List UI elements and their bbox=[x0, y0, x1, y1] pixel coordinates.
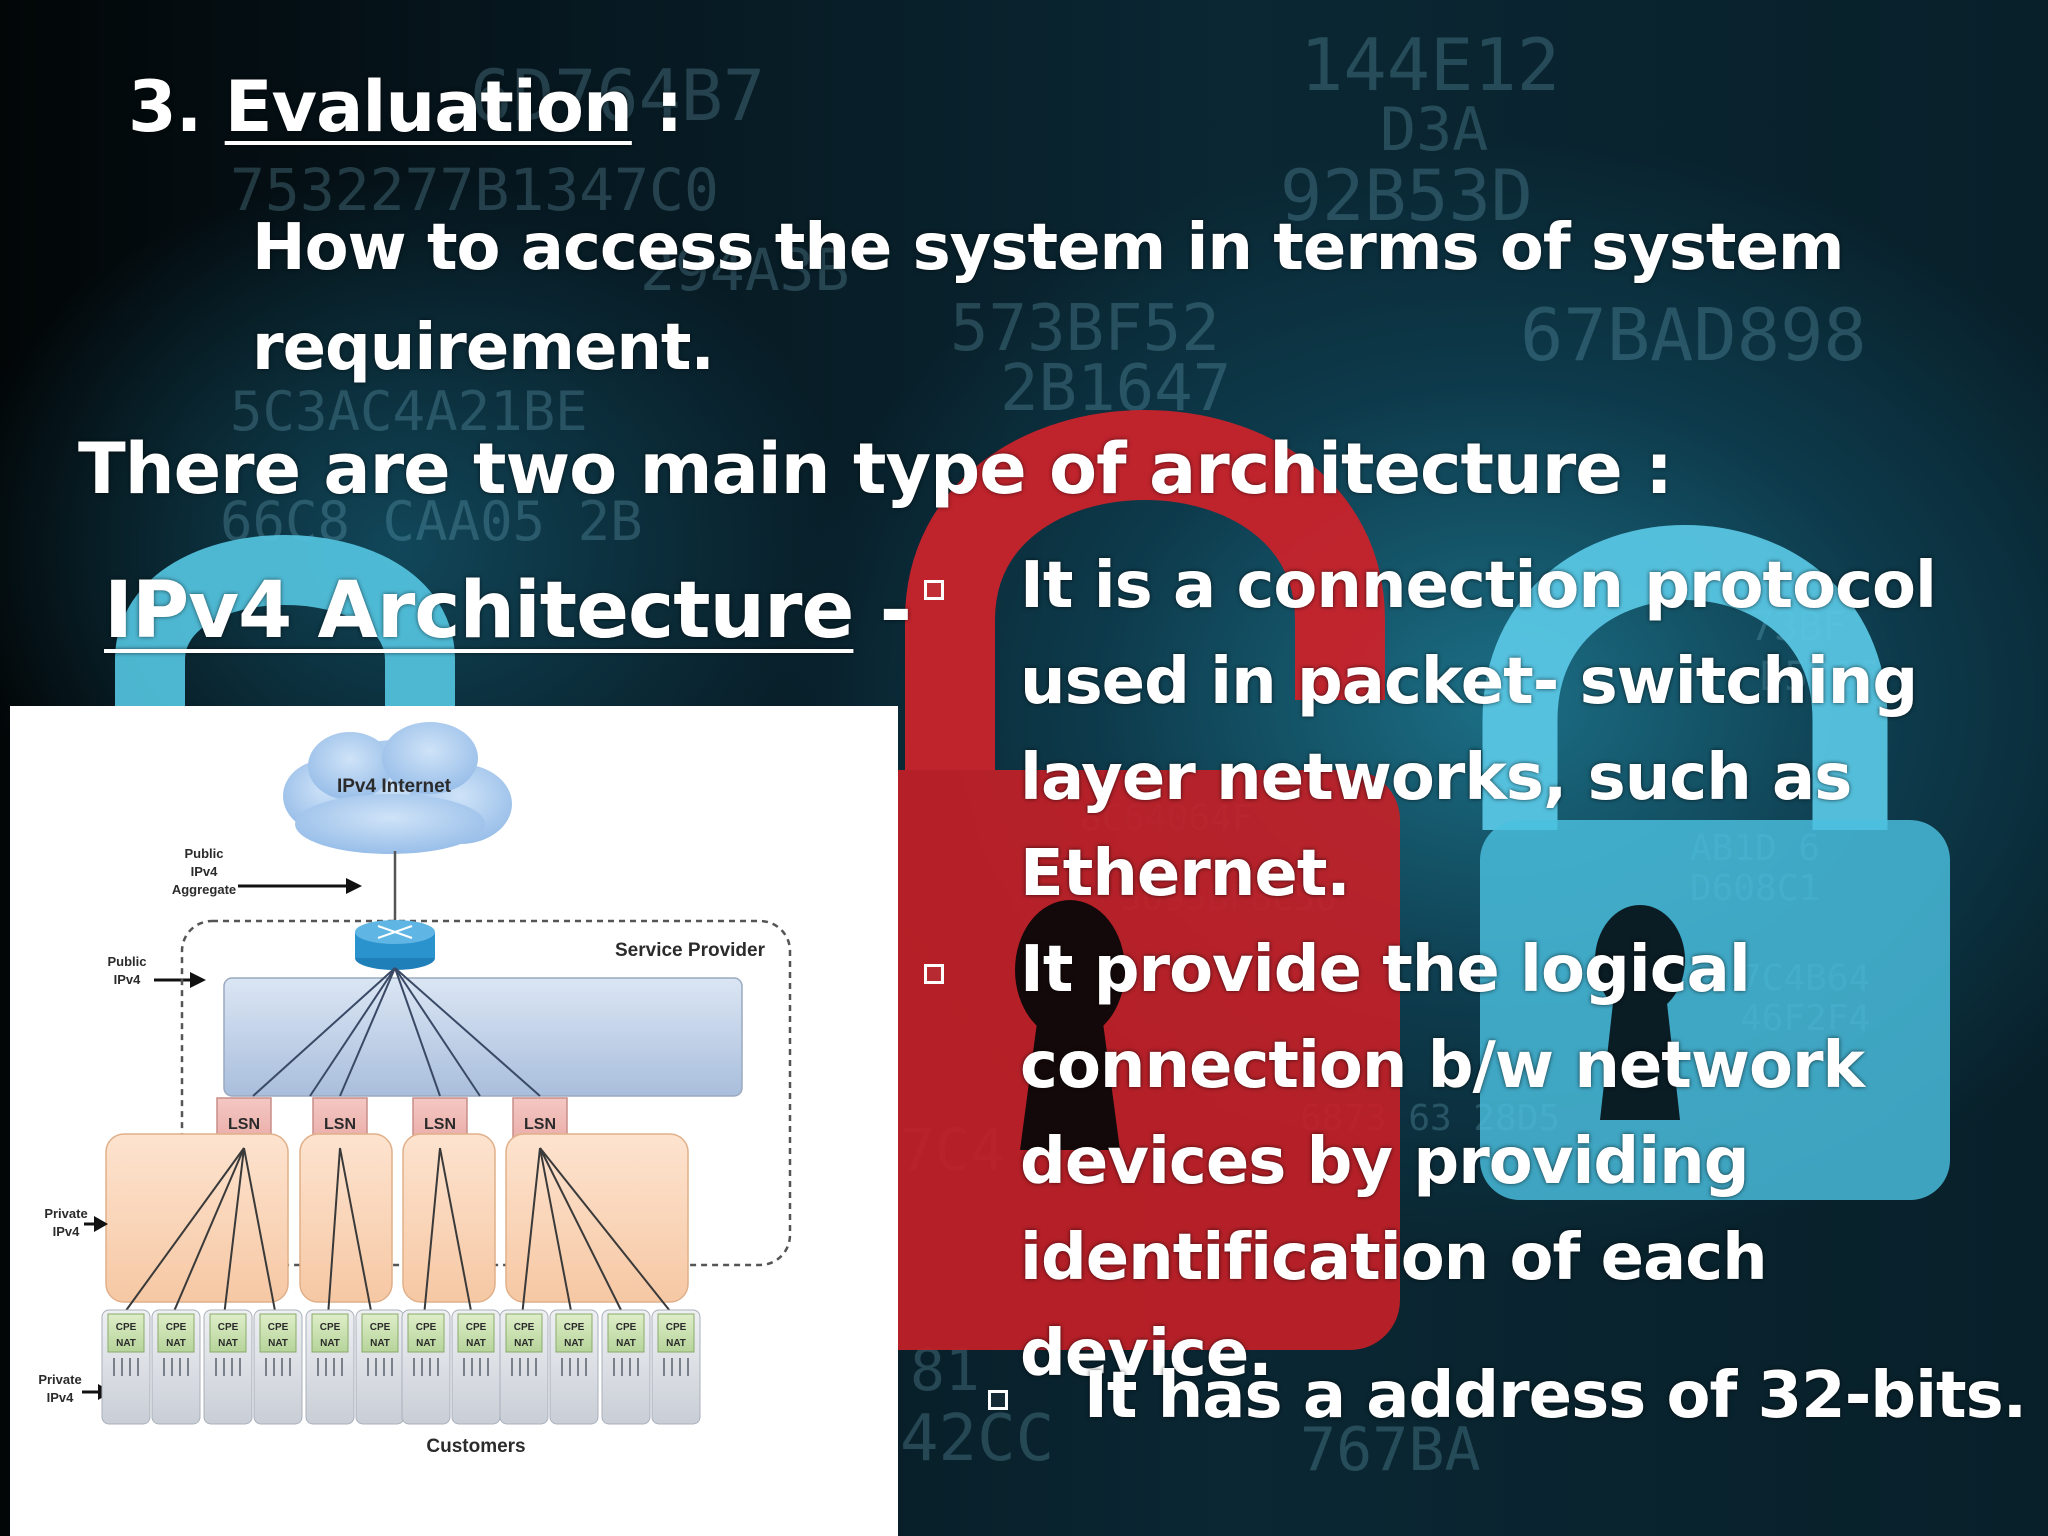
svg-text:7532277B1347C0: 7532277B1347C0 bbox=[230, 156, 719, 224]
bullet-item: It has a address of 32-bits. bbox=[988, 1348, 2038, 1444]
private-ipv4-label: IPv4 bbox=[47, 1390, 75, 1405]
private-block bbox=[105, 1133, 289, 1303]
bullet-item: It provide the logical connection b/w ne… bbox=[924, 922, 2034, 1402]
private-ipv4-label: IPv4 bbox=[53, 1224, 81, 1239]
cloud-icon bbox=[283, 722, 512, 854]
checkbox-bullet-icon bbox=[924, 580, 944, 600]
cpe-label: CPE bbox=[416, 1322, 437, 1333]
public-aggregate-label: IPv4 bbox=[191, 864, 219, 879]
nat-label: NAT bbox=[564, 1338, 584, 1349]
cpe-label: CPE bbox=[616, 1322, 637, 1333]
arrow-right-icon bbox=[238, 878, 362, 894]
cpe-label: CPE bbox=[320, 1322, 341, 1333]
svg-text:D3A: D3A bbox=[1380, 95, 1488, 165]
private-ipv4-label: Private bbox=[44, 1206, 87, 1221]
cpe-label: CPE bbox=[370, 1322, 391, 1333]
diagram-svg: IPv4 Internet Public IPv4 Aggregate Publ… bbox=[38, 722, 792, 1457]
bullet-item: It is a connection protocol used in pack… bbox=[924, 538, 2034, 922]
cloud-label: IPv4 Internet bbox=[337, 776, 452, 797]
customers-label: Customers bbox=[426, 1436, 525, 1457]
nat-label: NAT bbox=[666, 1338, 686, 1349]
nat-label: NAT bbox=[116, 1338, 136, 1349]
cpe-boxes bbox=[107, 1313, 695, 1353]
cpe-labels: CPE CPE CPE CPE CPE CPE CPE CPE CPE CPE … bbox=[116, 1322, 687, 1333]
ipv4-title-dash: - bbox=[879, 566, 912, 656]
svg-text:6D764B7: 6D764B7 bbox=[470, 55, 765, 137]
checkbox-bullet-icon bbox=[924, 964, 944, 984]
svg-text:92B53D: 92B53D bbox=[1280, 155, 1533, 237]
arrow-right-icon bbox=[84, 1216, 108, 1232]
lsn-label: LSN bbox=[524, 1116, 556, 1133]
heading-number: 3. bbox=[128, 66, 202, 148]
nat-label: NAT bbox=[416, 1338, 436, 1349]
lsn-label: LSN bbox=[228, 1116, 260, 1133]
router-icon bbox=[355, 920, 435, 970]
cpe-label: CPE bbox=[268, 1322, 289, 1333]
slide-subheading: How to access the system in terms of sys… bbox=[252, 211, 1845, 385]
lsn-links bbox=[121, 1147, 675, 1317]
heading-colon: : bbox=[655, 66, 683, 148]
svg-text:573BF52: 573BF52 bbox=[950, 292, 1220, 366]
ipv4-title-text: IPv4 Architecture bbox=[104, 566, 854, 656]
nat-label: NAT bbox=[218, 1338, 238, 1349]
nat-label: NAT bbox=[320, 1338, 340, 1349]
ipv4-architecture-diagram: IPv4 Internet Public IPv4 Aggregate Publ… bbox=[10, 706, 898, 1536]
private-block bbox=[402, 1133, 496, 1303]
public-aggregate-label: Public bbox=[184, 846, 223, 861]
svg-text:767BA: 767BA bbox=[1300, 1415, 1481, 1485]
nat-labels: NAT NAT NAT NAT NAT NAT NAT NAT NAT NAT … bbox=[116, 1338, 686, 1349]
lock-cyan-left-icon bbox=[115, 535, 455, 720]
private-block bbox=[299, 1133, 393, 1303]
nat-label: NAT bbox=[616, 1338, 636, 1349]
svg-text:294A3B: 294A3B bbox=[640, 236, 850, 304]
lsn-label: LSN bbox=[424, 1116, 456, 1133]
lsn-label: LSN bbox=[324, 1116, 356, 1133]
cpe-label: CPE bbox=[564, 1322, 585, 1333]
cpe-label: CPE bbox=[666, 1322, 687, 1333]
ipv4-bullet-list: It is a connection protocol used in pack… bbox=[924, 538, 2034, 1402]
cpe-label: CPE bbox=[466, 1322, 487, 1333]
slide-heading: 3. Evaluation : bbox=[128, 66, 683, 148]
architecture-intro: There are two main type of architecture … bbox=[78, 428, 1673, 510]
svg-text:67BAD898: 67BAD898 bbox=[1520, 293, 1867, 377]
provider-core-block bbox=[223, 977, 743, 1097]
nat-label: NAT bbox=[166, 1338, 186, 1349]
arrow-right-icon bbox=[154, 972, 206, 988]
heading-title: Evaluation bbox=[224, 66, 633, 148]
lock-cyan-icon bbox=[1480, 525, 1950, 1200]
service-provider-label: Service Provider bbox=[615, 940, 766, 961]
router-links bbox=[252, 967, 541, 1097]
bullet-text: It has a address of 32-bits. bbox=[1084, 1359, 2027, 1433]
checkbox-bullet-icon bbox=[988, 1390, 1008, 1410]
nat-label: NAT bbox=[268, 1338, 288, 1349]
nat-label: NAT bbox=[466, 1338, 486, 1349]
ipv4-address-bullet: It has a address of 32-bits. bbox=[988, 1348, 2038, 1444]
private-ipv4-label: Private bbox=[38, 1372, 81, 1387]
cpe-label: CPE bbox=[514, 1322, 535, 1333]
bullet-text: It provide the logical connection b/w ne… bbox=[1020, 933, 1865, 1391]
svg-text:42CC: 42CC bbox=[900, 1402, 1054, 1476]
public-ipv4-label: IPv4 bbox=[114, 972, 142, 987]
public-ipv4-label: Public bbox=[107, 954, 146, 969]
bullet-text: It is a connection protocol used in pack… bbox=[1020, 549, 1937, 911]
nat-label: NAT bbox=[370, 1338, 390, 1349]
customer-device-pins bbox=[113, 1358, 689, 1376]
ipv4-architecture-title: IPv4 Architecture - bbox=[104, 566, 912, 656]
cpe-label: CPE bbox=[166, 1322, 187, 1333]
public-aggregate-label: Aggregate bbox=[172, 882, 236, 897]
nat-label: NAT bbox=[514, 1338, 534, 1349]
lock-red-icon bbox=[740, 410, 1400, 1350]
cpe-label: CPE bbox=[116, 1322, 137, 1333]
cpe-label: CPE bbox=[218, 1322, 239, 1333]
svg-text:5C3AC4A21BE: 5C3AC4A21BE bbox=[230, 380, 588, 443]
svg-text:144E12: 144E12 bbox=[1300, 23, 1560, 107]
